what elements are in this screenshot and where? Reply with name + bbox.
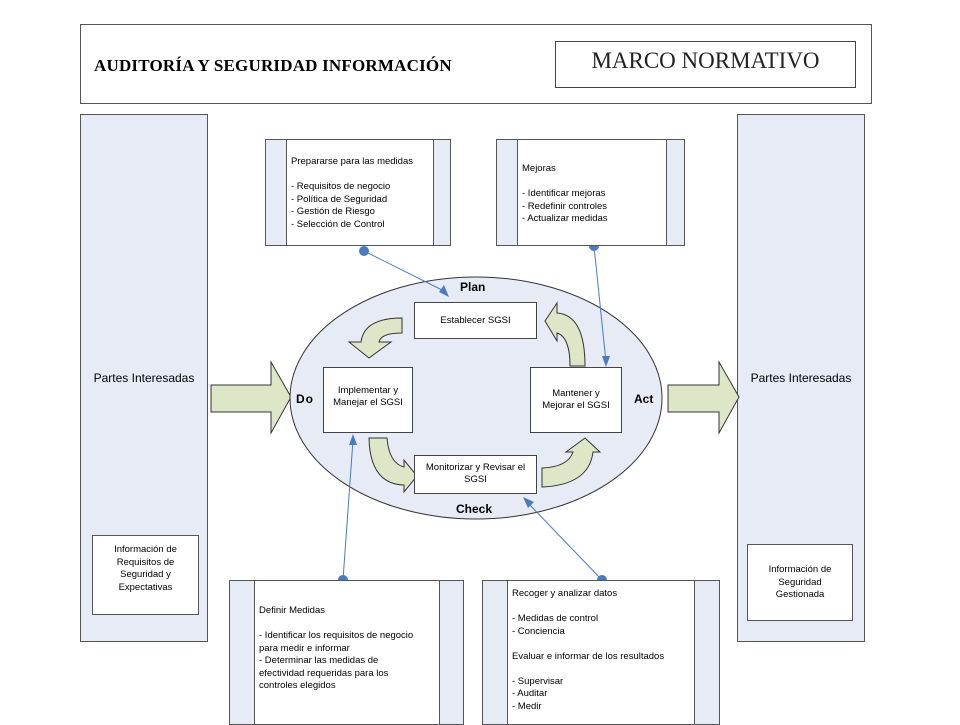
box-line: Recoger y analizar datos <box>512 588 618 599</box>
box-line: - Identificar los requisitos de negocio <box>259 630 414 641</box>
implementar-sgsi-box: Implementar y Manejar el SGSI <box>323 367 413 433</box>
step-label: Mejorar el SGSI <box>542 400 610 411</box>
info-line: Requisitos de <box>116 556 175 568</box>
cycle-arrow-check-act <box>541 437 602 488</box>
mejoras-content: Mejoras - Identificar mejoras - Redefini… <box>517 139 667 246</box>
box-line: efectividad requeridas para los <box>259 667 389 679</box>
box-line: - Gestión de Riesgo <box>291 206 375 217</box>
input-arrow <box>210 360 292 435</box>
check-label: Check <box>456 502 493 516</box>
managed-security-box: Información de Seguridad Gestionada <box>747 544 853 621</box>
recoger-datos-box: Recoger y analizar datos - Medidas de co… <box>482 580 720 725</box>
prepararse-medidas-content: Prepararse para las medidas - Requisitos… <box>286 139 434 246</box>
connector-preparar-head <box>439 285 449 297</box>
info-line: Seguridad y <box>120 569 171 580</box>
definir-medidas-content: Definir Medidas - Identificar los requis… <box>254 580 440 725</box>
connector-mejoras <box>593 245 607 363</box>
connector-preparar <box>363 250 447 293</box>
mejoras-box: Mejoras - Identificar mejoras - Redefini… <box>496 139 685 246</box>
prepararse-medidas-box: Prepararse para las medidas - Requisitos… <box>265 139 451 246</box>
box-line <box>259 618 433 631</box>
marco-normativo-label: MARCO NORMATIVO <box>591 48 820 73</box>
definir-medidas-box: Definir Medidas - Identificar los requis… <box>229 580 464 725</box>
box-line <box>512 638 688 651</box>
plan-label: Plan <box>460 280 486 294</box>
output-arrow <box>667 360 740 435</box>
info-line: Información de <box>114 544 177 555</box>
box-line: Definir Medidas <box>259 605 325 616</box>
step-label: Manejar el SGSI <box>333 397 403 408</box>
box-line: - Requisitos de negocio <box>291 181 391 192</box>
left-stakeholders-label: Partes Interesadas <box>93 371 195 385</box>
step-label: Establecer SGSI <box>440 315 511 326</box>
box-line: Evaluar e informar de los resultados <box>512 650 665 662</box>
box-line: Prepararse para las medidas <box>291 156 413 167</box>
security-requirements-box: Información de Requisitos de Seguridad y… <box>92 535 199 615</box>
box-line <box>291 169 427 182</box>
info-line: Seguridad <box>778 576 822 588</box>
box-line <box>512 663 688 676</box>
step-label: Monitorizar y Revisar el <box>425 462 526 473</box>
box-line: - Medidas de control <box>512 613 599 624</box>
box-line: controles elegidos <box>259 680 336 691</box>
cycle-arrow-act-plan <box>544 301 586 367</box>
page-title: AUDITORÍA Y SEGURIDAD INFORMACIÓN <box>94 56 452 75</box>
box-line: - Redefinir controles <box>522 200 608 212</box>
box-line <box>522 176 660 189</box>
connector-recoger <box>526 501 603 581</box>
mantener-sgsi-box: Mantener y Mejorar el SGSI <box>530 367 622 433</box>
monitorizar-sgsi-box: Monitorizar y Revisar el SGSI <box>414 455 537 494</box>
connector-definir-head <box>349 434 357 445</box>
info-line: Gestionada <box>775 589 825 600</box>
cycle-arrow-plan-do <box>347 317 403 359</box>
box-line: - Determinar las medidas de <box>259 655 379 666</box>
box-line: - Política de Seguridad <box>291 193 388 205</box>
box-line: - Medir <box>512 700 542 712</box>
box-line: - Conciencia <box>512 625 565 637</box>
info-line: Expectativas <box>118 581 173 593</box>
box-line: - Auditar <box>512 688 548 699</box>
box-line: - Selección de Control <box>291 218 385 230</box>
right-stakeholders-label: Partes Interesadas <box>750 371 852 385</box>
box-line: - Identificar mejoras <box>522 188 606 199</box>
recoger-datos-content: Recoger y analizar datos - Medidas de co… <box>507 580 695 725</box>
act-label: Act <box>634 392 654 406</box>
box-line <box>512 601 688 614</box>
establecer-sgsi-box: Establecer SGSI <box>414 302 537 339</box>
step-label: SGSI <box>464 474 487 485</box>
connector-recoger-head <box>523 497 534 508</box>
connector-definir <box>342 439 354 581</box>
box-line: - Supervisar <box>512 675 564 687</box>
box-line: para medir e informar <box>259 642 350 654</box>
step-label: Implementar y <box>337 385 399 396</box>
info-line: Información de <box>768 564 832 575</box>
connector-preparar-dot <box>359 246 369 256</box>
connector-mejoras-head <box>602 356 610 367</box>
box-line: Mejoras <box>522 163 556 174</box>
do-label: Do <box>296 392 314 406</box>
step-label: Mantener y <box>552 388 600 399</box>
marco-normativo-box <box>555 41 856 88</box>
box-line: - Actualizar medidas <box>522 213 608 224</box>
